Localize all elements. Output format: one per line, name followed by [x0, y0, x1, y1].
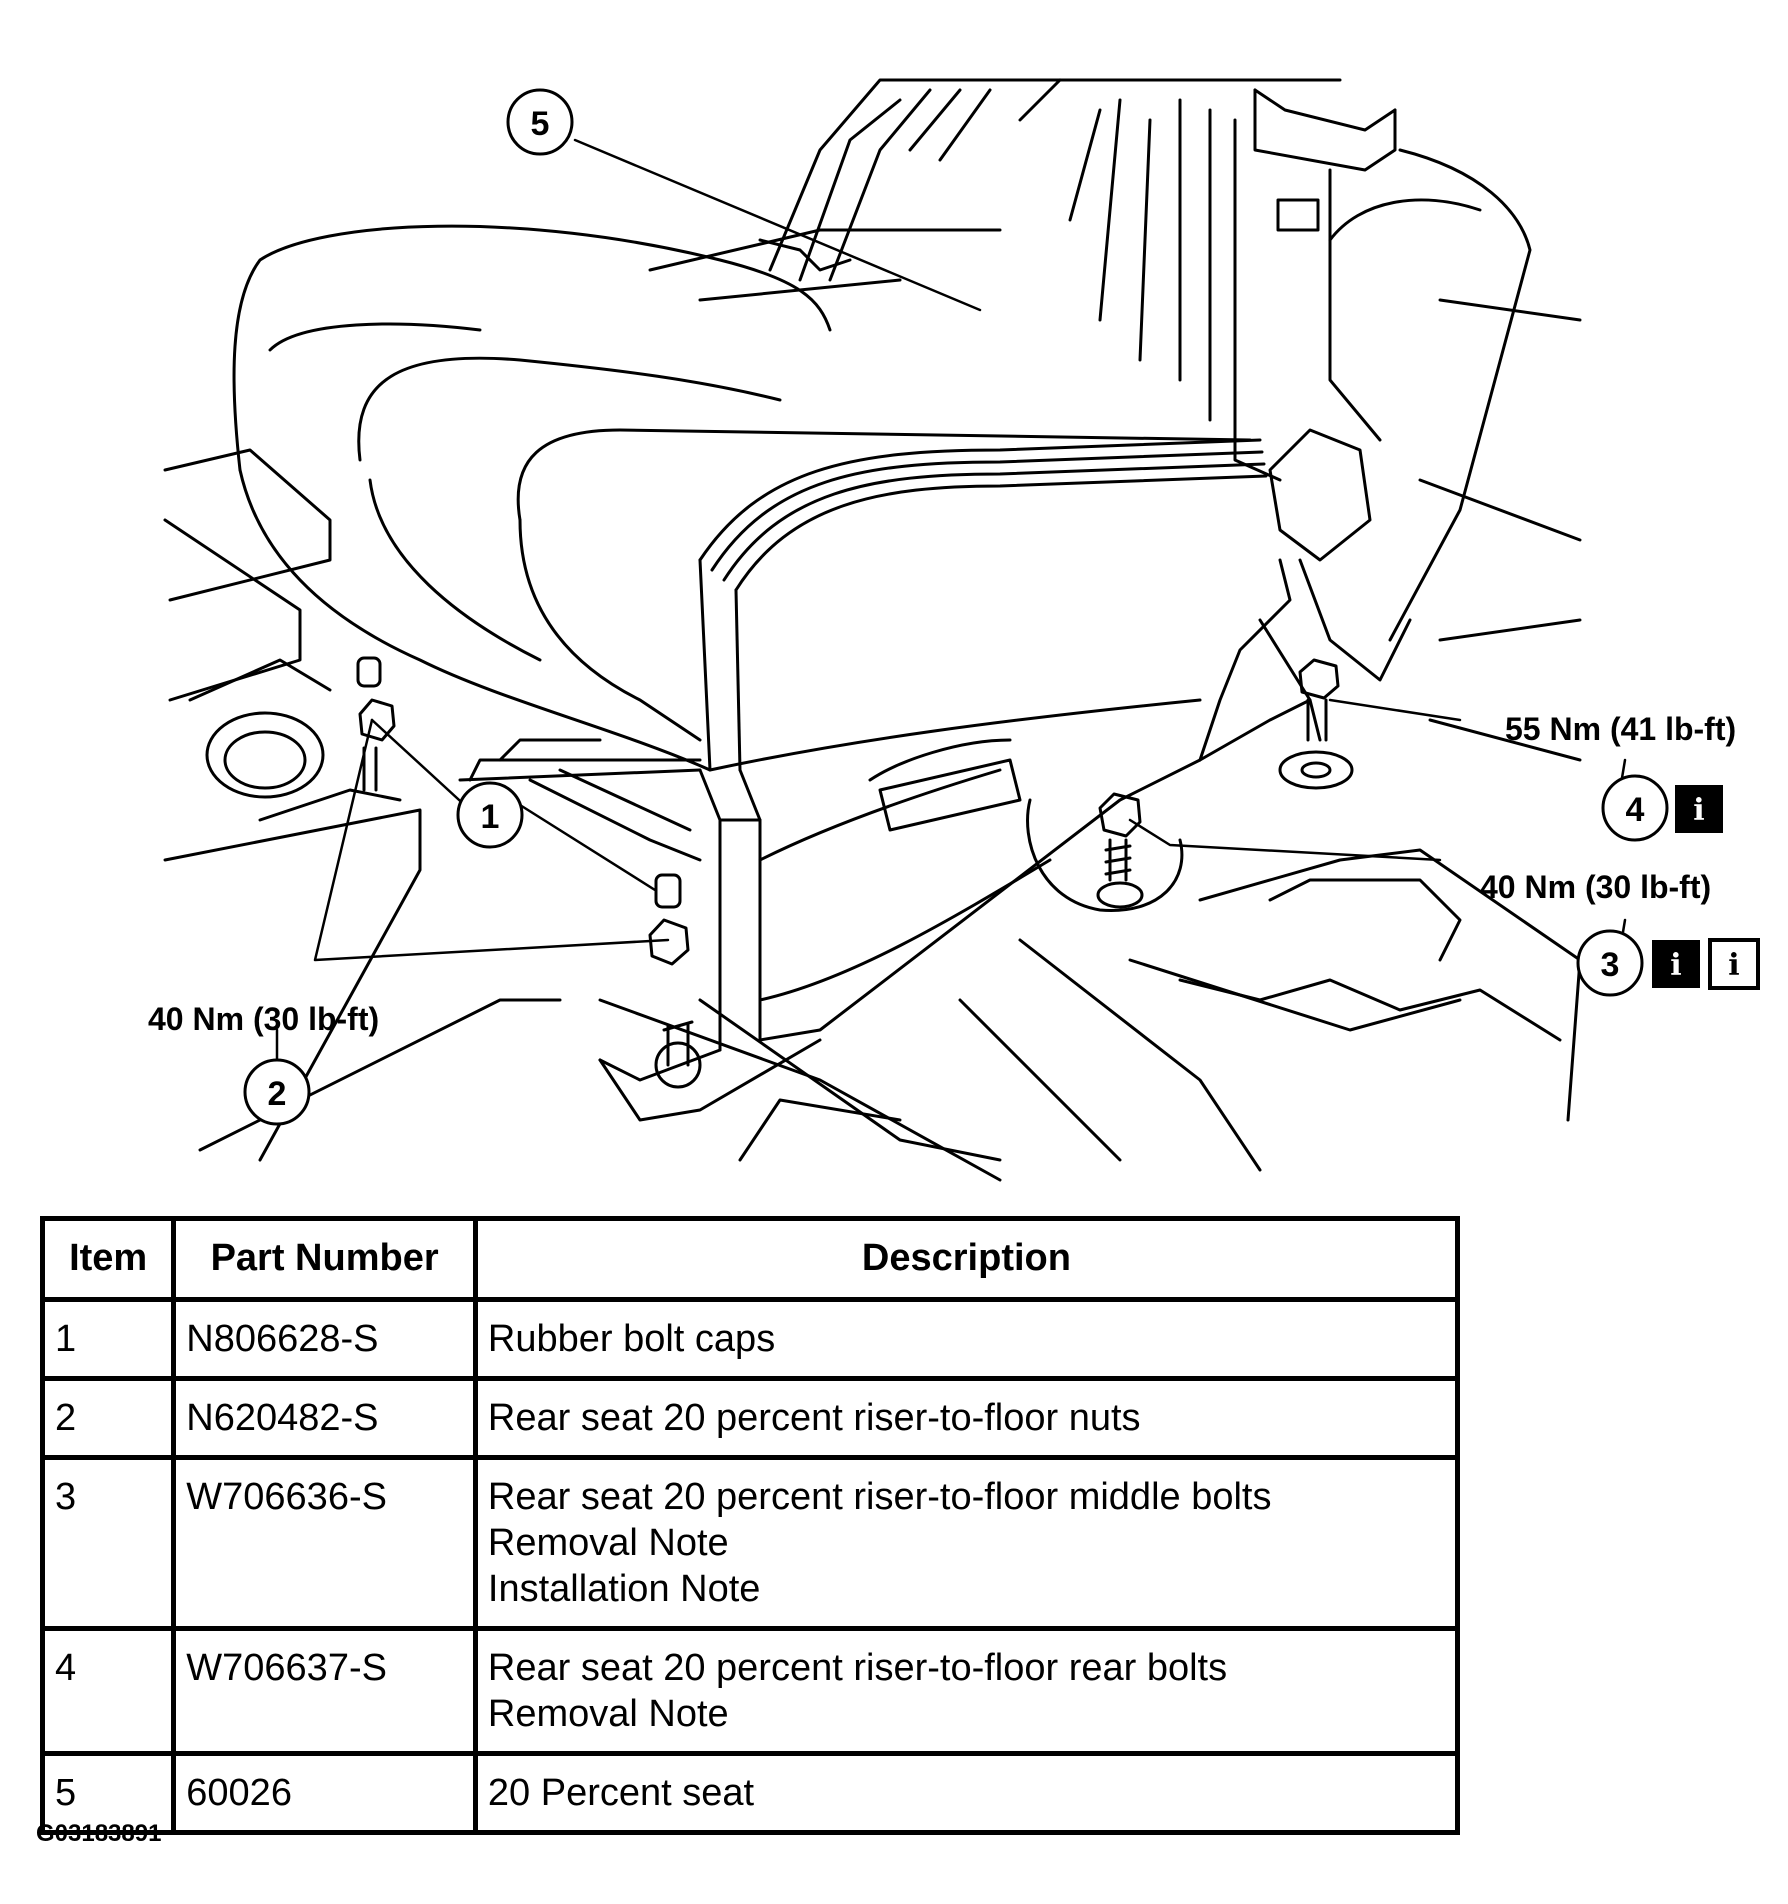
info-icon-glyph: i	[1670, 948, 1681, 983]
cell-description: Rear seat 20 percent riser-to-floor midd…	[472, 1455, 1461, 1631]
description-line: Removal Note	[487, 1693, 729, 1735]
info-icon-glyph: i	[1693, 793, 1704, 828]
description-line: Removal Note	[487, 1522, 729, 1564]
cell-part-number: N806628-S	[171, 1297, 478, 1381]
description-line: 20 Percent seat	[487, 1772, 755, 1814]
info-icon: i	[1675, 785, 1723, 833]
info-outline-icon: i	[1708, 938, 1760, 990]
description-line: Rear seat 20 percent riser-to-floor nuts	[487, 1397, 1141, 1439]
callout-1-label: 1	[481, 798, 500, 836]
description-line: Rear seat 20 percent riser-to-floor rear…	[487, 1647, 1228, 1689]
cell-description: 20 Percent seat	[472, 1751, 1461, 1835]
table-header-row: Item Part Number Description	[39, 1216, 1461, 1302]
description-line: Rubber bolt caps	[487, 1318, 776, 1360]
callout-4-label: 4	[1626, 791, 1645, 829]
cell-part-number: 60026	[171, 1751, 478, 1835]
seat-belt	[1233, 88, 1532, 742]
cell-item: 4	[39, 1626, 177, 1756]
callout-4: 4	[1601, 774, 1669, 842]
fasteners	[356, 656, 1354, 1089]
callout-2-label: 2	[268, 1075, 287, 1113]
figure-id: G03183891	[36, 1820, 162, 1847]
seat-riser	[458, 558, 1312, 1122]
cell-description: Rubber bolt caps	[472, 1297, 1461, 1381]
info-icon: i	[1652, 940, 1700, 988]
callout-3-label: 3	[1601, 946, 1620, 984]
description-line: Rear seat 20 percent riser-to-floor midd…	[487, 1476, 1272, 1518]
header-item: Item	[39, 1216, 177, 1302]
callout-5: 5	[506, 88, 574, 156]
leader-lines	[275, 138, 1627, 1062]
callout-1: 1	[456, 781, 524, 849]
callout-2: 2	[243, 1058, 311, 1126]
cell-item: 1	[39, 1297, 177, 1381]
cell-part-number: N620482-S	[171, 1376, 478, 1460]
torque-label-item-2: 40 Nm (30 lb-ft)	[148, 1001, 379, 1037]
info-outline-icon-glyph: i	[1728, 948, 1739, 983]
cell-part-number: W706637-S	[171, 1626, 478, 1756]
cell-part-number: W706636-S	[171, 1455, 478, 1631]
cell-item: 5	[39, 1751, 177, 1835]
torque-label-item-4: 55 Nm (41 lb-ft)	[1505, 711, 1736, 747]
torque-label-item-3: 40 Nm (30 lb-ft)	[1480, 869, 1711, 905]
callout-3: 3	[1576, 929, 1644, 997]
seat-exploded-diagram: 5 1 2 3 4 i i i 55 Nm (41 lb-ft) 40 Nm (…	[148, 78, 1760, 1182]
cell-description: Rear seat 20 percent riser-to-floor nuts	[472, 1376, 1461, 1460]
header-description: Description	[472, 1216, 1461, 1302]
cell-item: 2	[39, 1376, 177, 1460]
cell-description: Rear seat 20 percent riser-to-floor rear…	[472, 1626, 1461, 1756]
callout-5-label: 5	[531, 105, 550, 143]
description-line: Installation Note	[487, 1568, 761, 1610]
floor-pan	[163, 298, 1582, 1182]
seat-cushion	[232, 224, 1268, 772]
cell-item: 3	[39, 1455, 177, 1631]
header-part-number: Part Number	[171, 1216, 478, 1302]
seat-back	[648, 78, 1342, 422]
